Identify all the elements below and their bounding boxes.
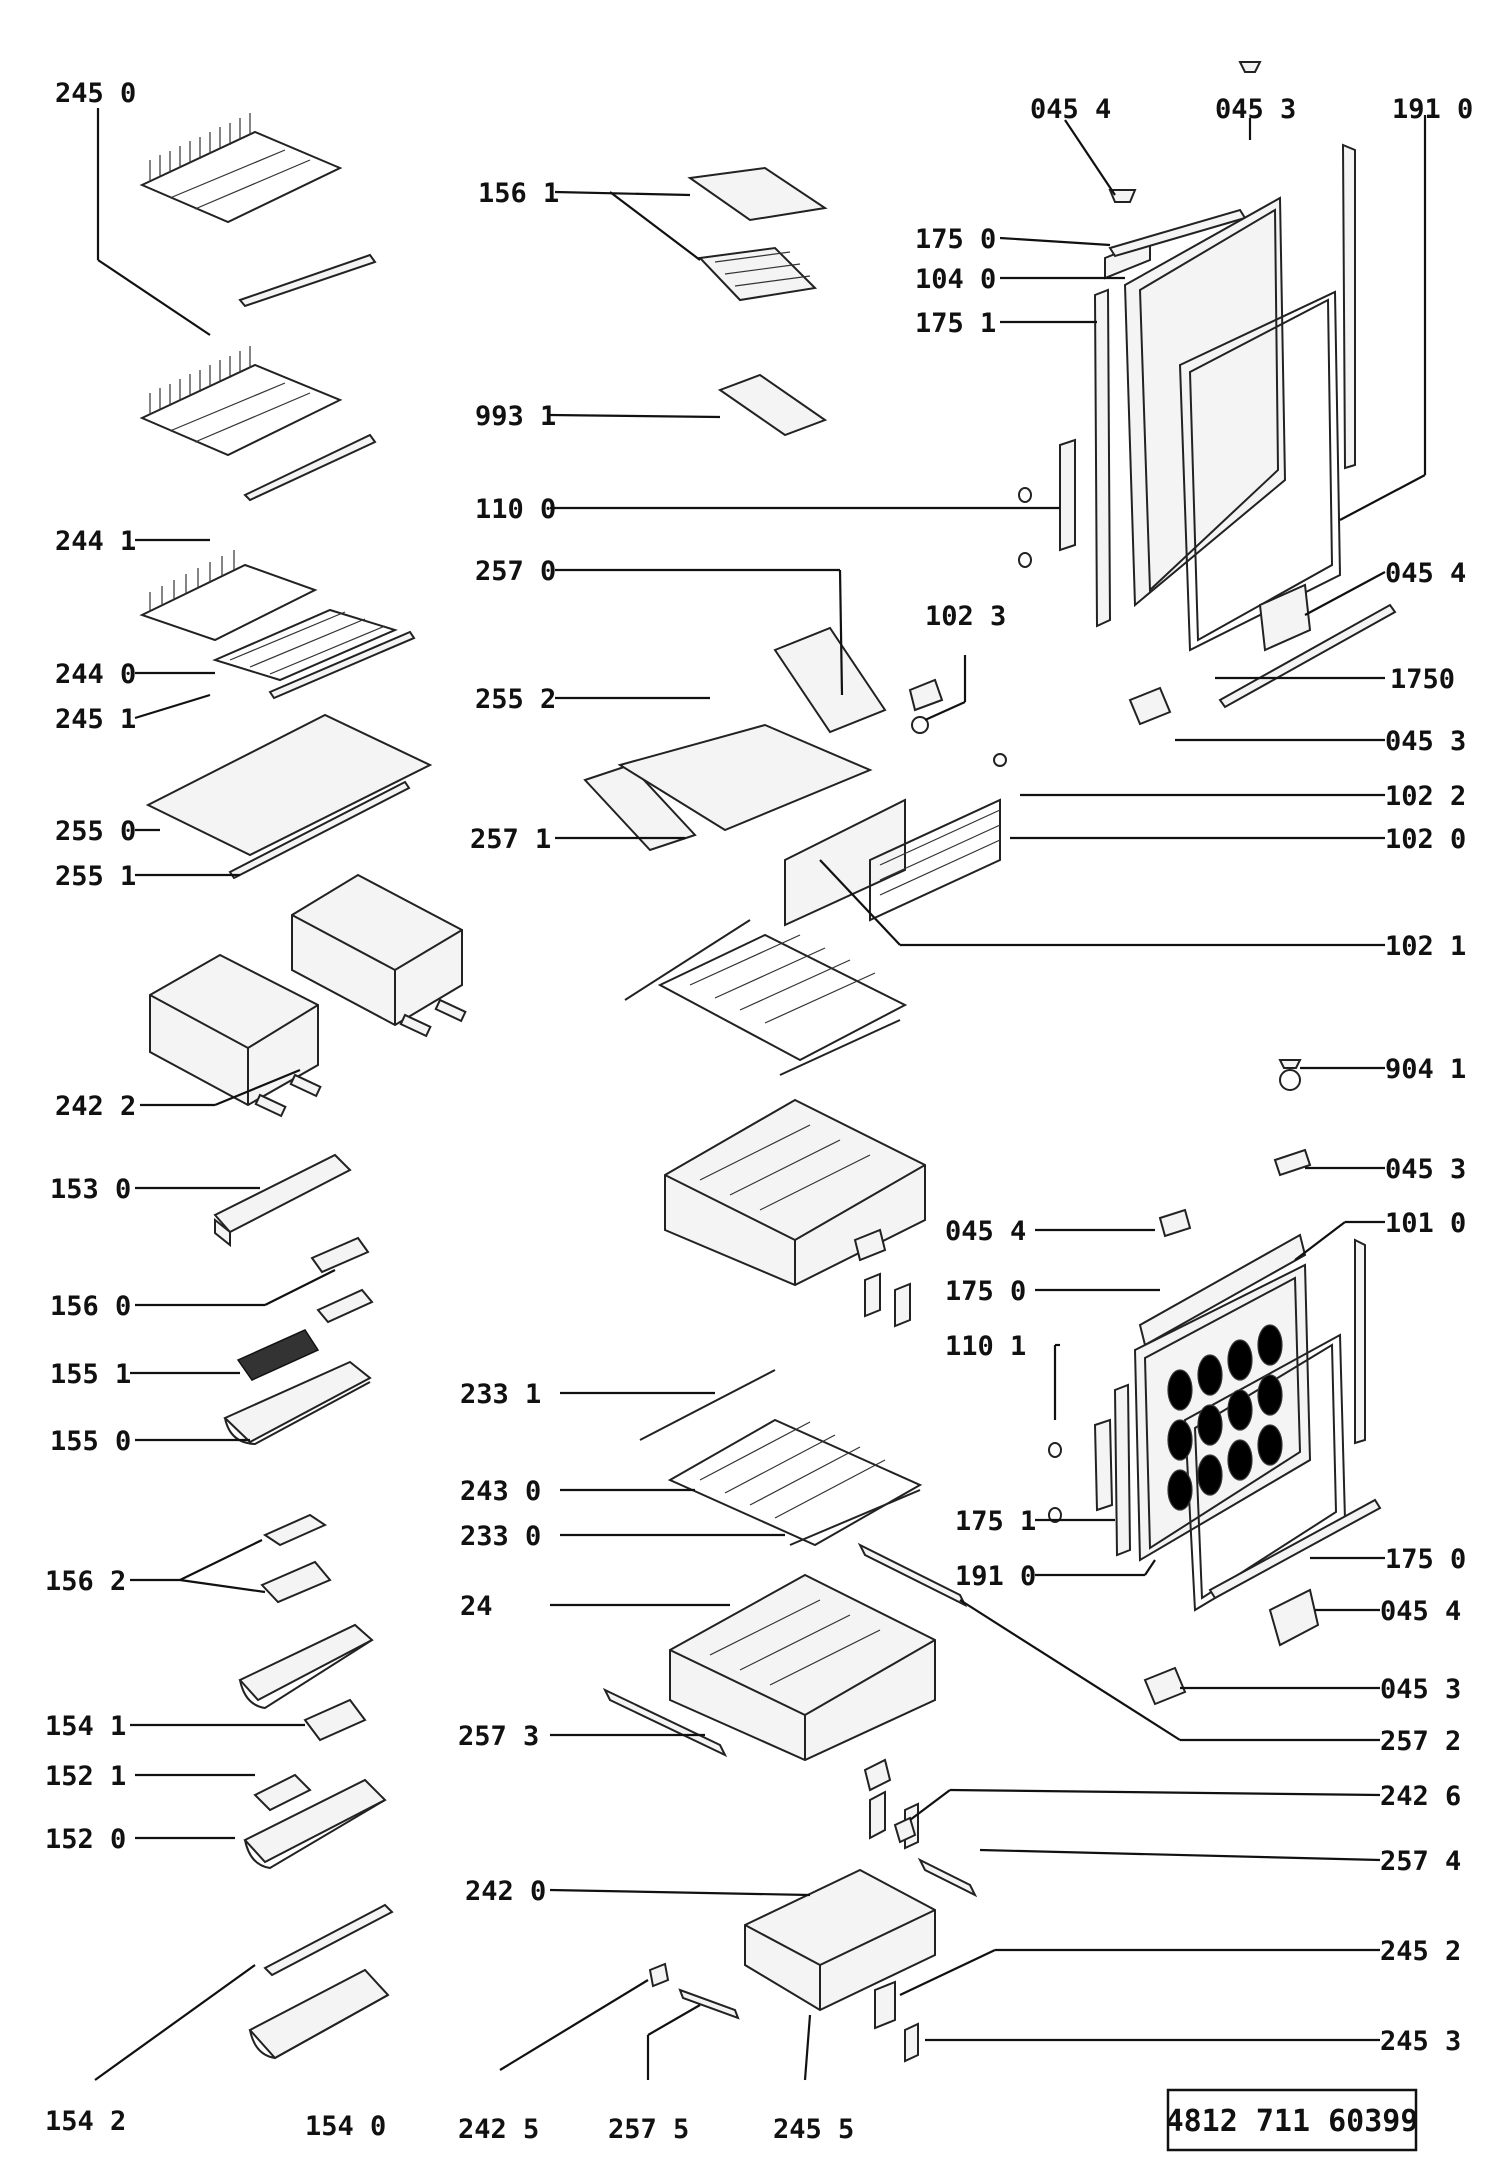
catalog-number: 4812 711 60399: [1166, 2104, 1419, 2139]
part-label: 257 5: [608, 2114, 689, 2145]
part-label: 102 2: [1385, 781, 1466, 812]
wire-shelf-half: [139, 550, 416, 700]
part-label: 104 0: [915, 264, 996, 295]
fridge-door: [908, 143, 1397, 726]
part-label: 24: [460, 1591, 493, 1622]
part-label: 102 3: [925, 601, 1006, 632]
part-label: 153 0: [50, 1174, 131, 1205]
part-label: 155 0: [50, 1426, 131, 1457]
part-label: 233 1: [460, 1379, 541, 1410]
part-label: 242 2: [55, 1091, 136, 1122]
part-label: 045 3: [1380, 1674, 1461, 1705]
part-label: 242 5: [458, 2114, 539, 2145]
part-label: 245 0: [55, 78, 136, 109]
part-label: 156 2: [45, 1566, 126, 1597]
part-label: 257 1: [470, 824, 551, 855]
wire-shelf-top: [139, 113, 377, 308]
part-label: 155 1: [50, 1359, 131, 1390]
freezer-drawer-upper: [664, 1098, 926, 1328]
freezer-drawer-lower: [602, 1542, 968, 1850]
bottom-drawer: [648, 1816, 978, 2063]
part-label: 110 1: [945, 1331, 1026, 1362]
part-label: 045 3: [1385, 726, 1466, 757]
part-label: 257 0: [475, 556, 556, 587]
part-labels: 245 0 156 1 045 4 045 3 191 0 175 0 104 …: [45, 78, 1473, 2145]
part-label: 245 2: [1380, 1936, 1461, 1967]
part-label: 242 6: [1380, 1781, 1461, 1812]
door-bins-left: [213, 1153, 394, 2060]
part-label: 233 0: [460, 1521, 541, 1552]
part-label: 175 0: [945, 1276, 1026, 1307]
fridge-drawer-front: [583, 626, 1007, 927]
part-label: 255 1: [55, 861, 136, 892]
part-label: 257 3: [458, 1721, 539, 1752]
part-label: 102 1: [1385, 931, 1466, 962]
crisper-boxes: [149, 873, 467, 1118]
part-label: 156 0: [50, 1291, 131, 1322]
ice-tray-set: [687, 166, 828, 437]
part-label: 045 4: [1385, 558, 1466, 589]
freezer-tray-upper: [624, 919, 908, 1076]
part-label: 191 0: [955, 1561, 1036, 1592]
part-label: 191 0: [1392, 94, 1473, 125]
part-label: 045 4: [1380, 1596, 1461, 1627]
part-label: 102 0: [1385, 824, 1466, 855]
part-label: 152 0: [45, 1824, 126, 1855]
part-label: 255 2: [475, 684, 556, 715]
freezer-tray-lower: [639, 1369, 923, 1547]
freezer-door: [1048, 61, 1382, 1706]
part-label: 152 1: [45, 1761, 126, 1792]
leader-lines: [94, 108, 1427, 2081]
part-label: 175 0: [915, 224, 996, 255]
part-label: 257 2: [1380, 1726, 1461, 1757]
part-label: 045 3: [1385, 1154, 1466, 1185]
part-label: 154 0: [305, 2111, 386, 2142]
part-label: 175 1: [955, 1506, 1036, 1537]
part-label: 110 0: [475, 494, 556, 525]
part-label: 993 1: [475, 401, 556, 432]
part-label: 156 1: [478, 178, 559, 209]
part-label: 245 3: [1380, 2026, 1461, 2057]
wire-shelf-middle: [139, 346, 377, 502]
part-label: 242 0: [465, 1876, 546, 1907]
part-label: 101 0: [1385, 1208, 1466, 1239]
part-label: 154 2: [45, 2106, 126, 2137]
catalog-number-box: 4812 711 60399: [1166, 2088, 1419, 2152]
part-label: 045 4: [1030, 94, 1111, 125]
part-label: 154 1: [45, 1711, 126, 1742]
part-label: 243 0: [460, 1476, 541, 1507]
part-label: 257 4: [1380, 1846, 1461, 1877]
part-label: 904 1: [1385, 1054, 1466, 1085]
part-label: 1750: [1390, 664, 1455, 695]
glass-shelf: [145, 713, 433, 880]
part-label: 175 0: [1385, 1544, 1466, 1575]
part-label: 245 5: [773, 2114, 854, 2145]
part-label: 244 0: [55, 659, 136, 690]
part-label: 245 1: [55, 704, 136, 735]
part-label: 244 1: [55, 526, 136, 557]
part-label: 255 0: [55, 816, 136, 847]
part-label: 045 3: [1215, 94, 1296, 125]
part-label: 045 4: [945, 1216, 1026, 1247]
part-label: 175 1: [915, 308, 996, 339]
